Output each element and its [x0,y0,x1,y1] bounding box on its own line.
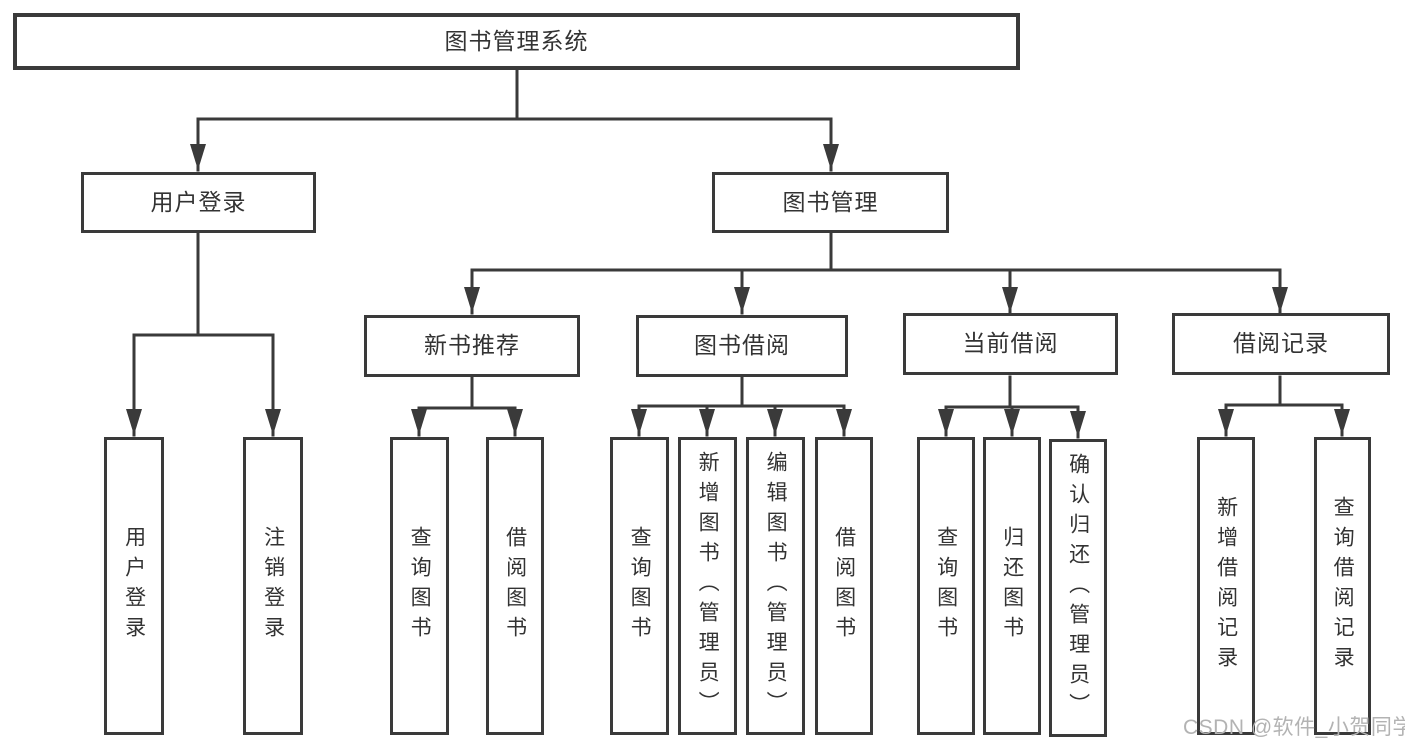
node-new-book-recommend: 新书推荐 [364,315,580,377]
leaf-br-add-record: 新增借阅记录 [1197,437,1255,735]
leaf-nb-query-books-label: 查询图书 [408,526,432,646]
watermark: CSDN @软件_小贺同学 [1183,716,1405,739]
leaf-cb-confirm-return-admin: 确认归还（管理员） [1049,439,1107,737]
node-root-label: 图书管理系统 [444,27,589,54]
leaf-bb-borrow-books: 借阅图书 [815,437,873,735]
leaf-br-query-record: 查询借阅记录 [1314,437,1371,735]
node-current-borrow: 当前借阅 [903,313,1118,375]
node-book-management: 图书管理 [712,172,949,233]
leaf-cb-query-books: 查询图书 [917,437,975,735]
leaf-bb-add-books-admin: 新增图书（管理员） [678,437,737,735]
leaf-cb-confirm-return-admin-label: 确认归还（管理员） [1066,453,1090,723]
node-root-system: 图书管理系统 [13,13,1020,70]
leaf-logout-login-label: 注销登录 [261,526,285,646]
leaf-nb-query-books: 查询图书 [390,437,449,735]
leaf-bb-edit-books-admin: 编辑图书（管理员） [746,437,805,735]
leaf-cb-return-books-label: 归还图书 [1000,526,1024,646]
leaf-cb-return-books: 归还图书 [983,437,1041,735]
leaf-nb-borrow-books-label: 借阅图书 [503,526,527,646]
leaf-logout-login: 注销登录 [243,437,303,735]
leaf-bb-add-books-admin-label: 新增图书（管理员） [696,451,720,721]
leaf-bb-edit-books-admin-label: 编辑图书（管理员） [764,451,788,721]
leaf-bb-borrow-books-label: 借阅图书 [832,526,856,646]
leaf-user-login-label: 用户登录 [122,526,146,646]
node-current-borrow-label: 当前借阅 [962,330,1059,357]
node-borrow-records-label: 借阅记录 [1233,330,1329,357]
leaf-br-query-record-label: 查询借阅记录 [1331,496,1355,676]
node-user-login-label: 用户登录 [150,188,247,215]
leaf-cb-query-books-label: 查询图书 [934,526,958,646]
node-book-management-label: 图书管理 [782,188,879,215]
node-book-borrow: 图书借阅 [636,315,848,377]
leaf-bb-query-books: 查询图书 [610,437,669,735]
leaf-user-login: 用户登录 [104,437,164,735]
leaf-nb-borrow-books: 借阅图书 [486,437,544,735]
leaf-bb-query-books-label: 查询图书 [628,526,652,646]
node-user-login: 用户登录 [81,172,316,233]
node-borrow-records: 借阅记录 [1172,313,1390,375]
node-book-borrow-label: 图书借阅 [694,332,790,359]
leaf-br-add-record-label: 新增借阅记录 [1214,496,1238,676]
node-new-book-recommend-label: 新书推荐 [424,332,520,359]
